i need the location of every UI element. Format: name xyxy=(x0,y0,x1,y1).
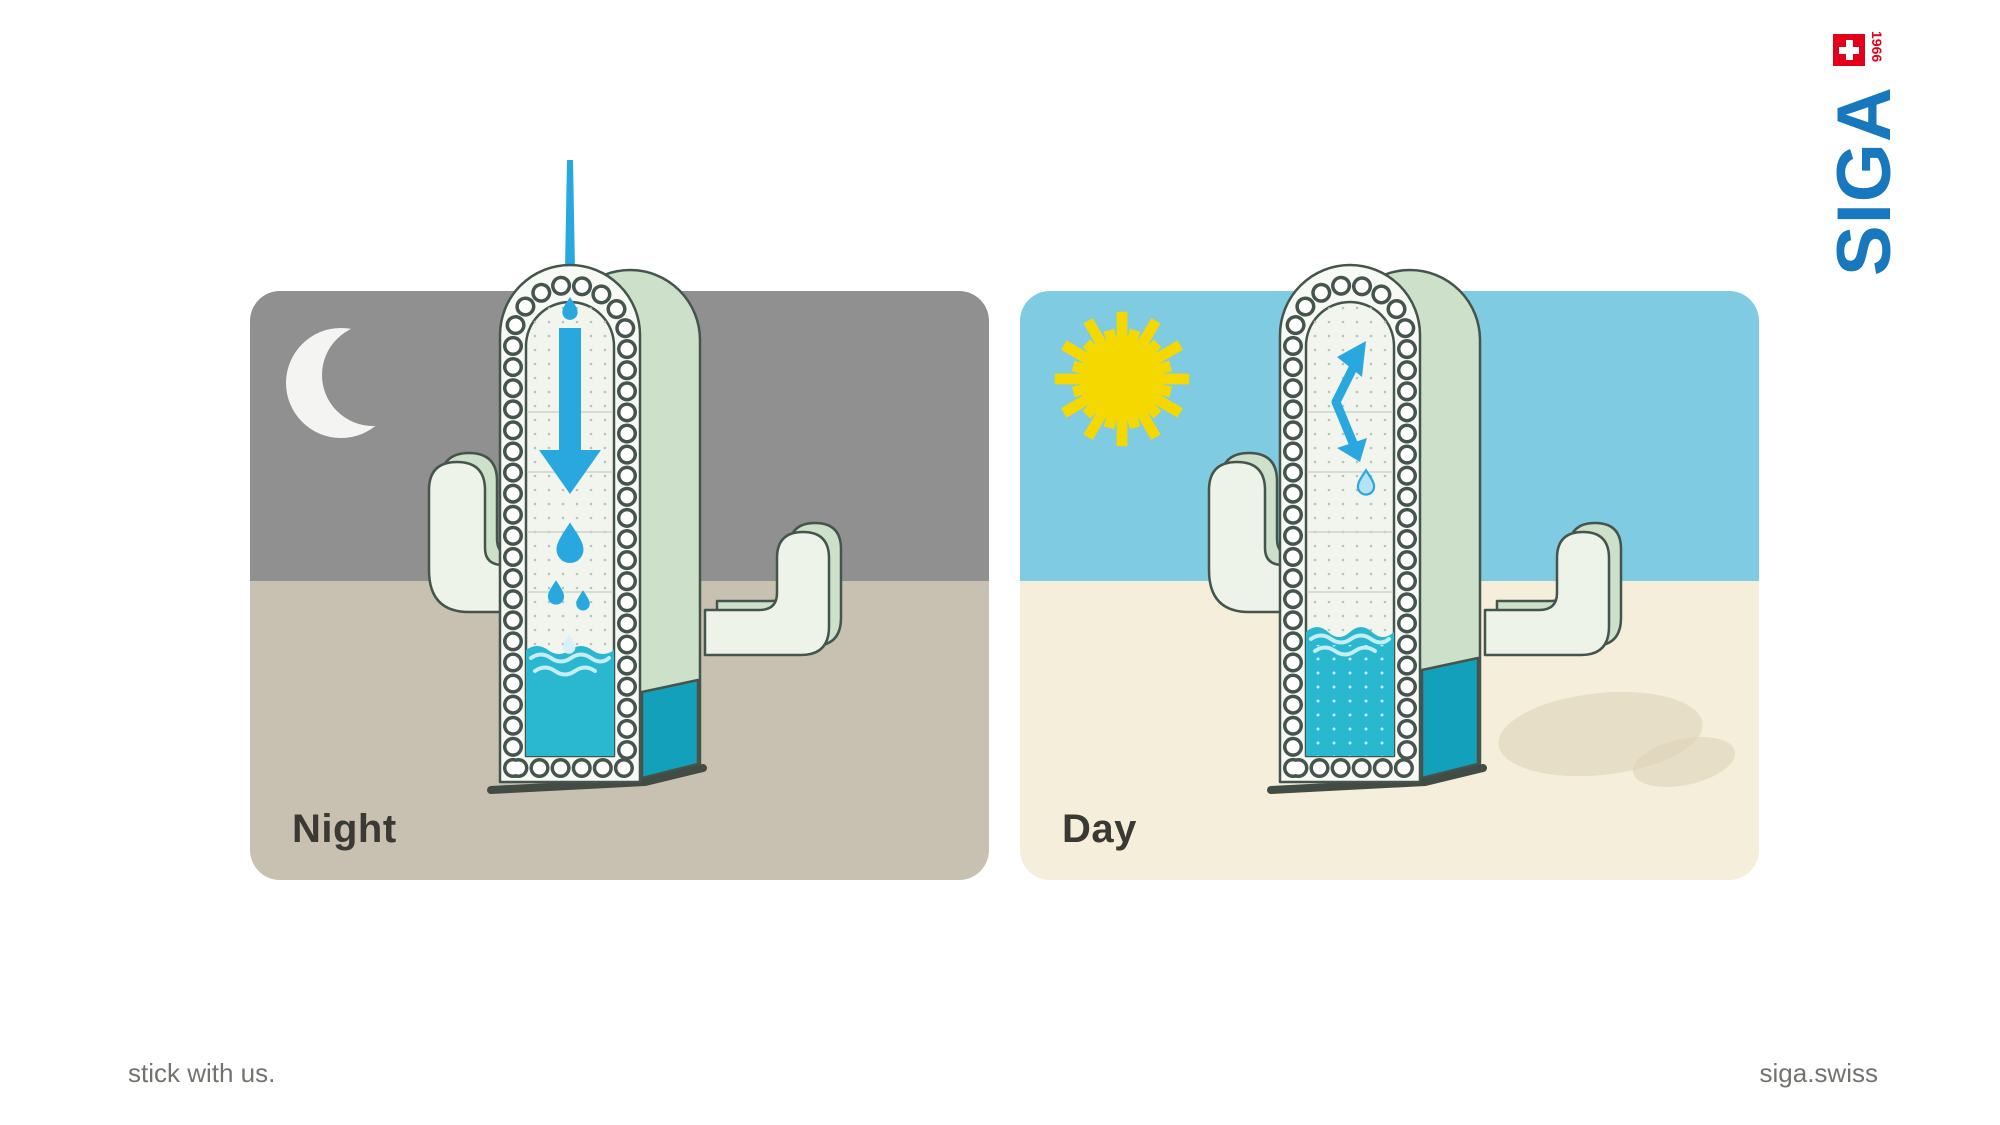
evaporating-droplet-icon xyxy=(1356,468,1376,496)
moon-carve xyxy=(322,324,424,426)
sun-icon xyxy=(1054,311,1190,447)
logo-year: 1966 xyxy=(1869,31,1885,63)
collected-water xyxy=(526,646,614,756)
night-label: Night xyxy=(292,807,397,851)
water-side-face xyxy=(1420,656,1480,780)
cactus-base xyxy=(1267,764,1487,794)
left-arm xyxy=(427,451,519,614)
footer-tagline: stick with us. xyxy=(128,1058,276,1088)
droplet-icons xyxy=(547,296,590,611)
left-arm xyxy=(1207,451,1299,614)
splash-droplet-icon xyxy=(562,634,576,654)
crescent-moon-icon xyxy=(286,324,424,438)
water-side-face xyxy=(640,678,700,780)
right-arm xyxy=(703,521,843,657)
moisture-up-arrow-icon xyxy=(1331,341,1367,462)
insulation-layers xyxy=(1307,411,1393,593)
right-arm xyxy=(1483,521,1623,657)
night-cactus-illustration xyxy=(427,160,843,794)
moisture-down-arrow-icon xyxy=(539,328,601,494)
day-cactus-illustration xyxy=(1207,263,1623,794)
swiss-cross-icon xyxy=(1833,34,1865,66)
cactus-base xyxy=(487,764,707,794)
day-label: Day xyxy=(1062,807,1137,851)
siga-logo: 1966 SIGA xyxy=(1822,31,1907,276)
footer-website: siga.swiss xyxy=(1759,1058,1878,1088)
logo-wordmark: SIGA xyxy=(1822,86,1907,276)
